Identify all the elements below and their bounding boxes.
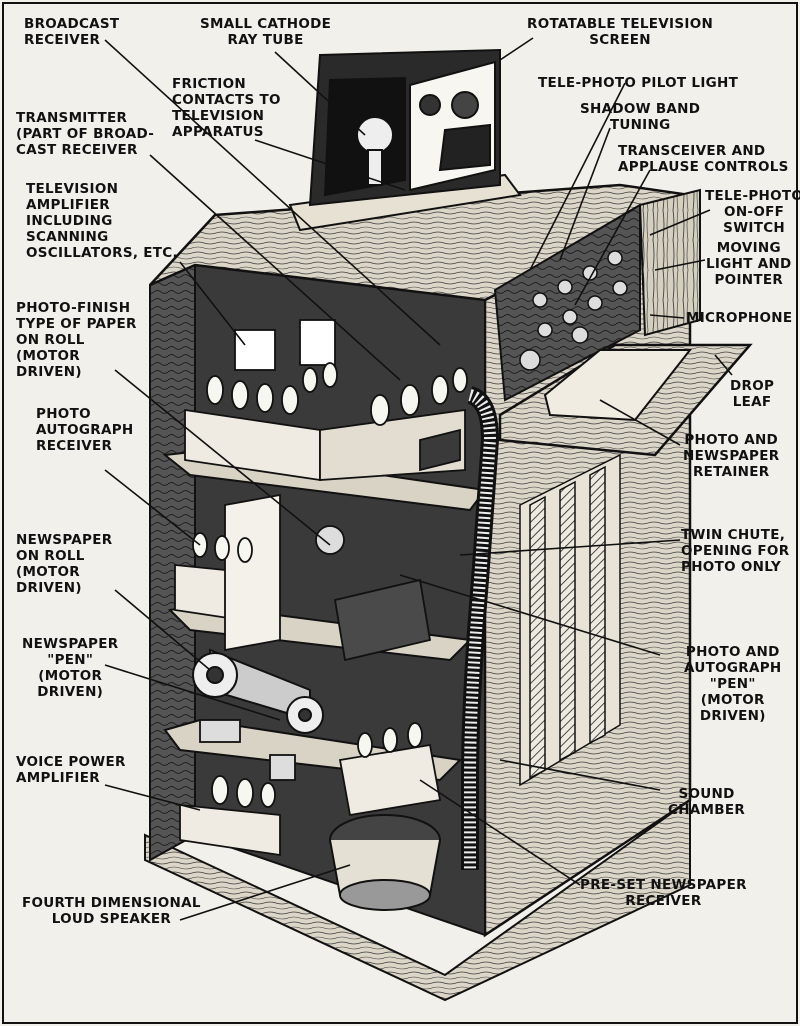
- leader-preset: [419, 779, 581, 886]
- leader-transmitter: [149, 154, 401, 381]
- leader-tv-amp: [179, 261, 246, 346]
- side-door: [638, 188, 701, 337]
- leader-photo-finish: [114, 369, 331, 546]
- leader-sound-chamber: [499, 759, 661, 791]
- middle-chassis: [174, 493, 432, 662]
- leader-moving-light: [654, 259, 706, 271]
- leader-microphone: [649, 314, 685, 319]
- leader-crt: [274, 51, 366, 136]
- cabinet-base: [144, 798, 691, 1002]
- leader-drop-leaf: [714, 354, 733, 376]
- label-telephoto-pilot-light: TELE-PHOTO PILOT LIGHT: [538, 75, 739, 91]
- photo-retainer: [543, 349, 693, 422]
- leader-loudspeaker: [179, 864, 351, 921]
- leader-lines: [104, 37, 733, 921]
- leader-transceiver: [574, 169, 651, 306]
- label-transmitter: TRANSMITTER(PART OF BROAD-CAST RECEIVER: [16, 110, 155, 158]
- leader-switch: [649, 209, 711, 236]
- leader-voice-amp: [104, 784, 201, 811]
- leader-screen: [499, 37, 534, 61]
- loudspeaker: [329, 814, 441, 911]
- upper-chassis: [184, 319, 468, 482]
- leader-newspaper-roll: [114, 589, 211, 671]
- leader-broadcast-receiver: [104, 39, 441, 346]
- lower-chassis: [179, 719, 442, 857]
- control-knobs: [519, 250, 628, 371]
- belt-drive: [192, 648, 324, 734]
- cabinet-left-wall: [149, 253, 196, 862]
- leader-friction: [254, 139, 406, 191]
- leader-photo-autograph: [104, 469, 201, 546]
- leader-photo-pen: [399, 574, 661, 656]
- leader-newspaper-pen: [104, 664, 281, 721]
- leader-twin-chute: [459, 539, 681, 556]
- sound-chamber-grille: [519, 453, 621, 787]
- television-set: [288, 48, 522, 232]
- leader-retainer: [599, 399, 681, 446]
- leader-pilot-light: [529, 82, 626, 271]
- leader-shadow-band: [559, 127, 611, 261]
- label-microphone: MICROPHONE: [686, 310, 793, 326]
